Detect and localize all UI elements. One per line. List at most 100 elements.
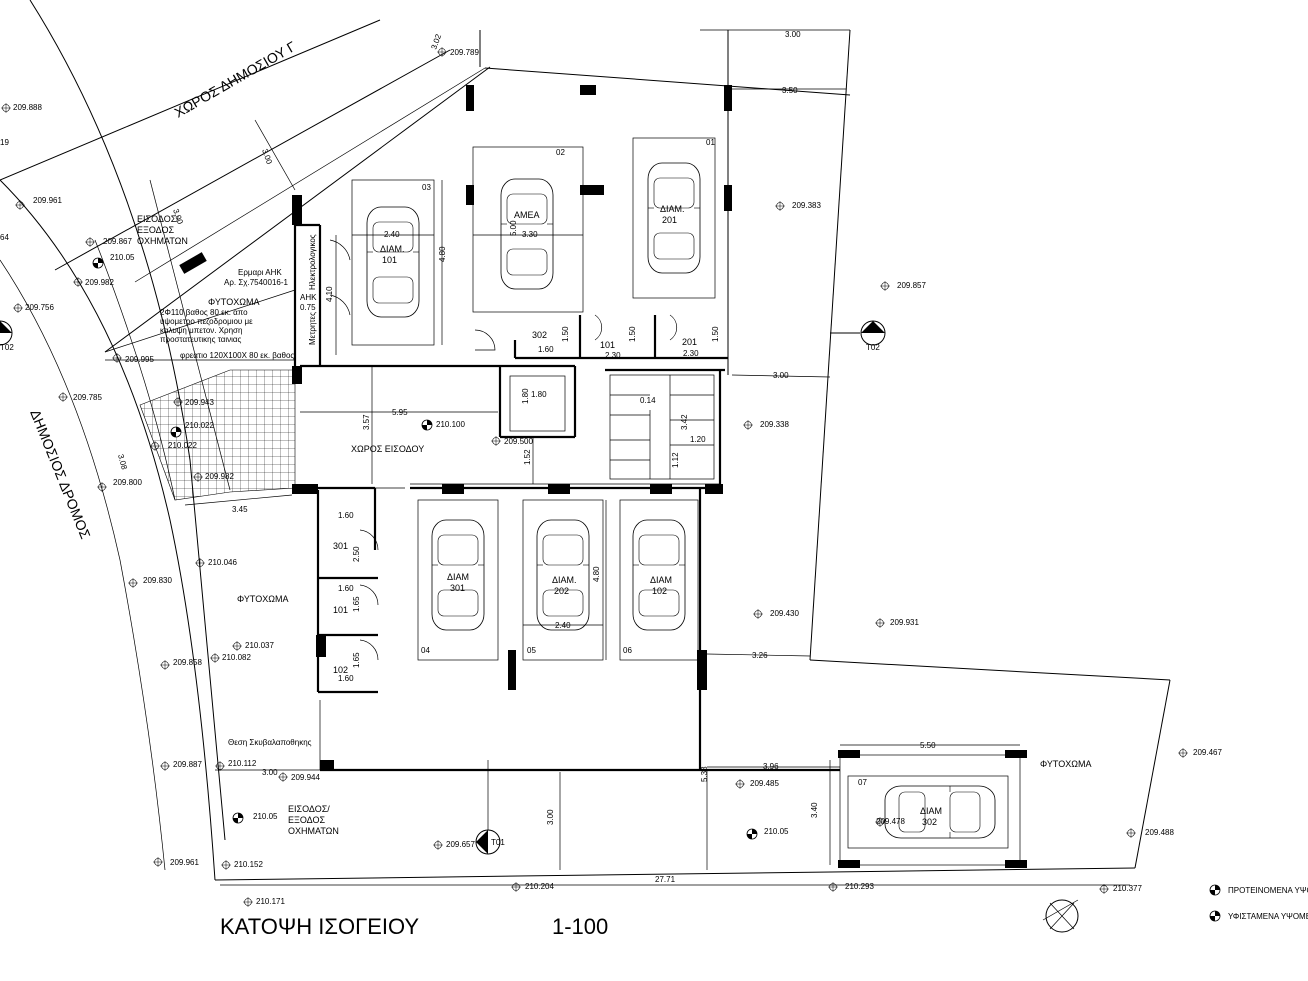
storage-num-101b: 101 — [333, 605, 348, 615]
dim-label: 1.80 — [531, 390, 547, 399]
storage-d-302: 1.50 — [561, 326, 570, 342]
level-value: 210.05 — [253, 812, 278, 821]
level-value: 209.888 — [13, 103, 42, 112]
note-ahk-ref: Αρ. Σχ.7540016-1 — [224, 278, 289, 287]
level-value: 210.112 — [228, 759, 257, 768]
level-value: 210.022 — [168, 441, 197, 450]
level-value: 209.887 — [173, 760, 202, 769]
ahk-value: 0.75 — [300, 303, 316, 312]
garden-left: ΦΥΤΟΧΩΜΑ — [237, 594, 288, 604]
level-value: 210.022 — [185, 421, 214, 430]
storage-num-301: 301 — [333, 541, 348, 551]
storage-d-102: 1.65 — [352, 652, 361, 668]
note-pipe-4: προστατευτικης ταινιας — [160, 335, 242, 344]
parking-bay-06 — [619, 499, 699, 661]
dim-label: 1.12 — [671, 452, 680, 468]
level-value: 209.485 — [750, 779, 779, 788]
note-ahk-cabinet: Ερμαρι ΑΗΚ — [238, 268, 282, 277]
level-value: 210.171 — [256, 897, 285, 906]
dim-label: 3.40 — [810, 802, 819, 818]
columns — [179, 85, 1027, 868]
storage-w-302: 1.60 — [538, 345, 554, 354]
storage-num-102: 102 — [333, 665, 348, 675]
bay-unit-05: 202 — [554, 586, 569, 596]
bay-num-01: 01 — [706, 138, 715, 147]
meters-label: Μετρητες — [308, 312, 317, 345]
dim-label: 3.42 — [680, 414, 689, 430]
section-marker-t01: T01 — [491, 838, 505, 847]
storage-num-101a: 101 — [600, 340, 615, 350]
dim-label: 5.00 — [509, 220, 518, 236]
storage-num-302: 302 — [532, 330, 547, 340]
dim-label: 0.14 — [640, 396, 656, 405]
dim-label: 1.20 — [690, 435, 706, 444]
bay-num-04: 04 — [421, 646, 430, 655]
parking-bays — [351, 137, 1021, 866]
bay-unit-01: 201 — [662, 215, 677, 225]
dim-label: 3.45 — [232, 505, 248, 514]
car-entry-bottom: ΕΙΣΟΔΟΣ/ — [288, 804, 330, 814]
dim-label: 4.80 — [438, 246, 447, 262]
dim-label: 27.71 — [655, 875, 676, 884]
door-swings — [329, 239, 678, 661]
street-label-public-space: ΧΩΡΟΣ ΔΗΜΟΣΙΟΥ Γ — [172, 38, 299, 121]
bay-label-01: ΔΙΑΜ. — [660, 204, 685, 214]
dim-label: 3.00 — [546, 809, 555, 825]
bay-num-07: 07 — [858, 778, 867, 787]
level-value: 209.430 — [770, 609, 799, 618]
level-value: 209.982 — [85, 278, 114, 287]
dim-label: 1.52 — [523, 449, 532, 465]
garden-top: ΦΥΤΟΧΩΜΑ — [208, 297, 259, 307]
note-manhole: φρεατιο 120Χ100Χ 80 εκ. βαθος — [180, 351, 294, 360]
car-entry-bottom-3: ΟΧΗΜΑΤΩΝ — [288, 826, 339, 836]
storage-w-201: 2.30 — [683, 349, 699, 358]
level-value: 209.789 — [450, 48, 479, 57]
bay-unit-07: 302 — [922, 817, 937, 827]
level-value: 209.467 — [1193, 748, 1222, 757]
dim-label: 3.57 — [362, 414, 371, 430]
street-label-public-road: ΔΗΜΟΣΙΟΣ ΔΡΟΜΟΣ — [27, 407, 94, 541]
dim-label: 3.02 — [429, 32, 443, 50]
bay-label-03: ΔΙΑΜ. — [380, 244, 405, 254]
bay-label-07: ΔΙΑΜ — [920, 806, 942, 816]
storage-w-301: 1.60 — [338, 511, 354, 520]
parking-bay-03 — [351, 179, 435, 346]
storage-num-201: 201 — [682, 337, 697, 347]
ahk-label: ΑΗΚ — [300, 293, 317, 302]
level-value: 209.478 — [876, 817, 905, 826]
storage-d-101a: 1.50 — [628, 326, 637, 342]
dim-label: 2.40 — [555, 621, 571, 630]
parking-bay-05 — [522, 499, 604, 661]
level-value: 210.152 — [234, 860, 263, 869]
dimension-lines — [184, 88, 1130, 886]
level-value: 209.800 — [113, 478, 142, 487]
storage-w-101b: 1.60 — [338, 584, 354, 593]
level-value: 209.383 — [792, 201, 821, 210]
level-value: 209.488 — [1145, 828, 1174, 837]
dim-label: 2.40 — [384, 230, 400, 239]
dim-label: 3.00 — [785, 30, 801, 39]
level-value: 209.857 — [897, 281, 926, 290]
parking-bay-01 — [632, 137, 716, 299]
note-pipe-1: 2Φ110 βαθος 80 εκ. απο — [160, 308, 248, 317]
level-value: 209.657 — [446, 840, 475, 849]
level-value: 210.293 — [845, 882, 874, 891]
level-value: 210.05 — [110, 253, 135, 262]
level-value: 209.982 — [205, 472, 234, 481]
dim-label: 3.00 — [773, 371, 789, 380]
dim-label: 3.30 — [522, 230, 538, 239]
dim-label: 5.95 — [392, 408, 408, 417]
parking-bay-04 — [417, 499, 499, 661]
level-value: 19 — [0, 138, 9, 147]
bay-label-04: ΔΙΑΜ — [447, 572, 469, 582]
level-value: 210.082 — [222, 653, 251, 662]
level-value: 209.830 — [143, 576, 172, 585]
section-markers — [0, 320, 1079, 933]
level-value: 210.204 — [525, 882, 554, 891]
level-value: 209.944 — [291, 773, 320, 782]
level-value: 210.100 — [436, 420, 465, 429]
level-value: 209.995 — [125, 355, 154, 364]
bay-label-02: ΑΜΕΑ — [514, 210, 540, 220]
garbage-location: Θεση Σκυβαλαποθηκης — [228, 738, 312, 747]
